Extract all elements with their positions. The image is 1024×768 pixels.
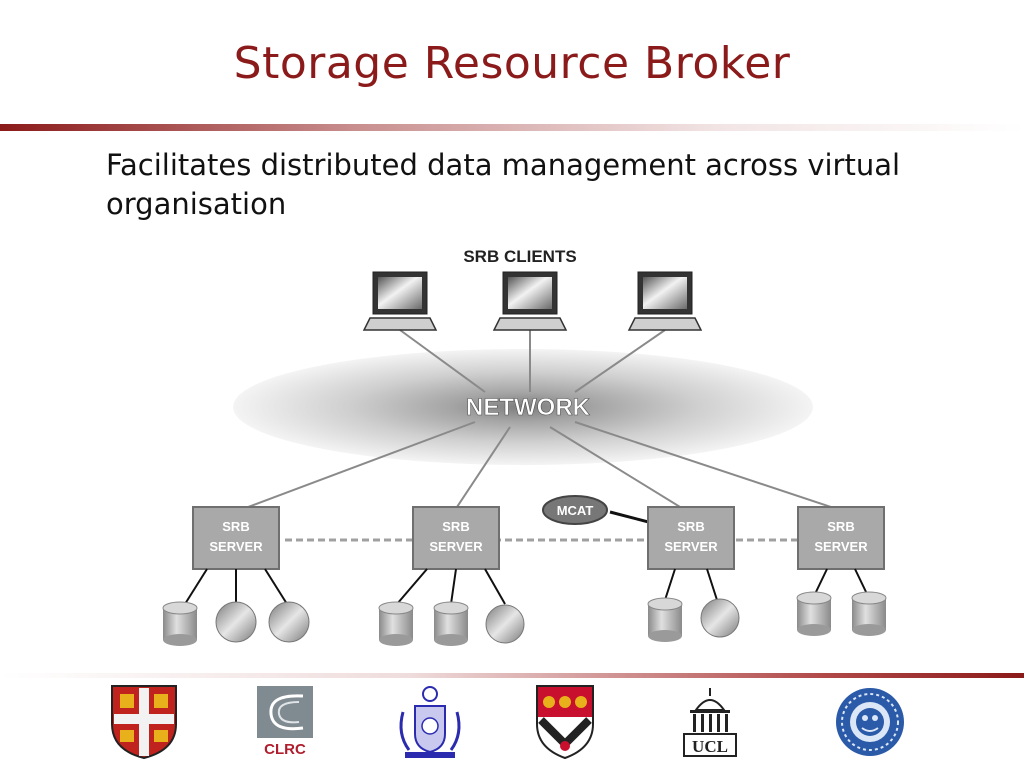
- reading-shield-logo: [536, 685, 594, 760]
- disk-cylinder: [378, 601, 414, 646]
- tape-reel: [700, 598, 740, 638]
- client-computer[interactable]: [627, 271, 703, 331]
- svg-text:SERVER: SERVER: [664, 539, 718, 554]
- srb-clients-label: SRB CLIENTS: [463, 247, 576, 266]
- partner-logos: CLRC UCL: [0, 684, 1024, 764]
- footer-divider: [0, 673, 1024, 678]
- ucl-text: UCL: [692, 737, 728, 756]
- srb-server[interactable]: SRB SERVER: [192, 506, 280, 570]
- tape-reel: [215, 601, 257, 643]
- network-cloud: [233, 349, 813, 465]
- srb-architecture-diagram: SRB CLIENTS NETWORK MCAT SRB SERVER SRB …: [162, 247, 887, 646]
- svg-text:SERVER: SERVER: [209, 539, 263, 554]
- clrc-text: CLRC: [264, 741, 306, 758]
- client-links: [399, 329, 666, 393]
- tape-reel: [485, 604, 525, 644]
- disk-cylinder: [433, 601, 469, 646]
- network-label: NETWORK: [466, 394, 591, 421]
- svg-text:SERVER: SERVER: [814, 539, 868, 554]
- mcat-label: MCAT: [557, 503, 594, 518]
- client-computer[interactable]: [492, 271, 568, 331]
- disk-cylinder: [162, 601, 198, 646]
- mcat-node[interactable]: [542, 495, 608, 525]
- disk-cylinder: [851, 591, 887, 636]
- disk-cylinder: [796, 591, 832, 636]
- svg-text:SRB: SRB: [222, 519, 249, 534]
- slide-title: Storage Resource Broker: [233, 38, 791, 89]
- crest-logo: [399, 686, 461, 758]
- server-links: [239, 421, 841, 511]
- round-seal-logo: [836, 688, 904, 756]
- srb-server[interactable]: SRB SERVER: [797, 506, 885, 570]
- disk-cylinder: [647, 597, 683, 642]
- storage-links: [184, 568, 868, 605]
- cambridge-shield-logo: [111, 685, 177, 760]
- svg-text:SRB: SRB: [442, 519, 469, 534]
- svg-text:SERVER: SERVER: [429, 539, 483, 554]
- srb-server[interactable]: SRB SERVER: [647, 506, 735, 570]
- ucl-logo: UCL: [683, 688, 737, 757]
- client-computer[interactable]: [362, 271, 438, 331]
- svg-text:SRB: SRB: [827, 519, 854, 534]
- srb-server[interactable]: SRB SERVER: [412, 506, 500, 570]
- slide-subtitle: Facilitates distributed data management …: [106, 148, 901, 221]
- tape-reel: [268, 601, 310, 643]
- title-divider: [0, 124, 1024, 131]
- svg-text:SRB: SRB: [677, 519, 704, 534]
- clrc-logo: CLRC: [257, 686, 313, 758]
